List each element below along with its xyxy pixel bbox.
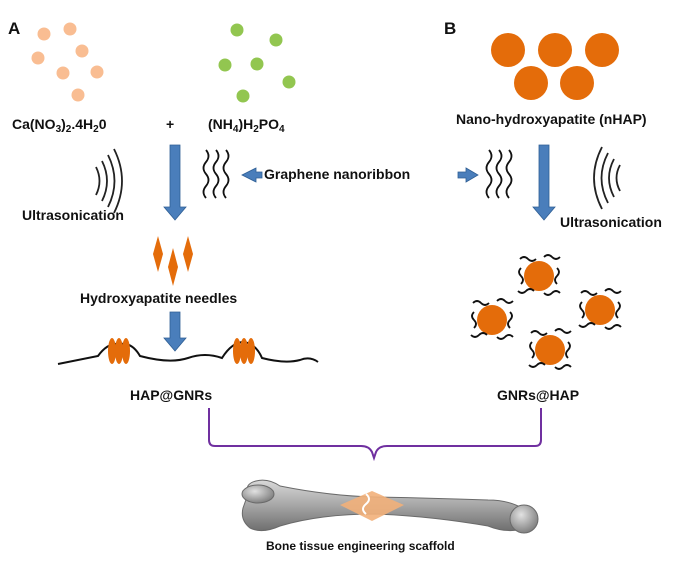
particle <box>218 58 232 72</box>
particle <box>37 27 51 41</box>
bracket-connector <box>208 408 542 462</box>
panel-label-b: B <box>444 19 457 38</box>
particle <box>31 51 45 65</box>
process-arrows <box>163 144 556 352</box>
wrapped-sphere <box>578 288 622 330</box>
ultrasonication-label-right: Ultrasonication <box>560 214 662 230</box>
particle <box>269 33 283 47</box>
wrapped-sphere <box>517 254 561 296</box>
down-arrow-icon <box>163 311 187 352</box>
hydroxyapatite-needles <box>153 236 193 286</box>
particle <box>230 23 244 37</box>
particle <box>250 57 264 71</box>
nhap-sphere <box>585 33 619 67</box>
particle <box>236 89 250 103</box>
calcium-nitrate-formula: Ca(NO3)2.4H20 <box>12 116 107 135</box>
plus-sign: + <box>166 116 175 132</box>
particle <box>90 65 104 79</box>
wrapped-sphere <box>528 328 572 370</box>
ultrasound-wave-icon <box>95 148 123 214</box>
ultrasonication-label-left: Ultrasonication <box>22 207 124 223</box>
needle-cluster <box>233 338 241 364</box>
down-arrow-icon <box>532 144 556 221</box>
graphene-ribbon-icon <box>202 149 230 199</box>
graphene-ribbon-icon <box>485 149 513 199</box>
particle <box>282 75 296 89</box>
down-arrow-icon <box>163 144 187 221</box>
graphene-ribbon-icon <box>57 340 319 365</box>
needle-cluster <box>108 338 116 364</box>
bone-scaffold-label: Bone tissue engineering scaffold <box>266 539 455 553</box>
nhap-sphere <box>514 66 548 100</box>
fracture-line <box>362 493 370 515</box>
panel-label-a: A <box>8 19 21 38</box>
gnrs-hap-label: GNRs@HAP <box>497 387 580 403</box>
calcium-nitrate-particles <box>31 22 104 102</box>
needle-icon <box>183 236 193 272</box>
nhap-sphere <box>491 33 525 67</box>
needle-icon <box>168 248 178 286</box>
left-arrow-icon <box>241 167 263 183</box>
ammonium-phosphate-particles <box>218 23 296 103</box>
bone-knob <box>509 504 539 534</box>
right-arrow-icon <box>457 167 479 183</box>
hydroxyapatite-needles-label: Hydroxyapatite needles <box>80 290 238 306</box>
hap-gnrs-label: HAP@GNRs <box>130 387 213 403</box>
ammonium-phosphate-formula: (NH4)H2PO4 <box>208 116 285 135</box>
nhap-spheres <box>491 33 619 100</box>
wrapped-sphere <box>470 298 514 340</box>
nano-hydroxyapatite-label: Nano-hydroxyapatite (nHAP) <box>456 111 647 127</box>
particle <box>56 66 70 80</box>
needle-cluster <box>240 338 248 364</box>
ultrasound-wave-icon <box>593 146 621 210</box>
nhap-sphere <box>560 66 594 100</box>
bone-icon <box>241 479 539 534</box>
needle-cluster <box>122 338 130 364</box>
scaffold-patch <box>340 491 404 521</box>
bone-head <box>241 484 275 504</box>
nhap-sphere <box>538 33 572 67</box>
graphene-nanoribbon-label: Graphene nanoribbon <box>264 166 411 182</box>
hap-gnrs-ribbon <box>57 338 319 365</box>
particle <box>71 88 85 102</box>
particle <box>75 44 89 58</box>
particle <box>63 22 77 36</box>
needle-cluster <box>247 338 255 364</box>
needle-icon <box>153 236 163 272</box>
gnrs-hap-particles <box>470 254 622 370</box>
needle-cluster <box>115 338 123 364</box>
